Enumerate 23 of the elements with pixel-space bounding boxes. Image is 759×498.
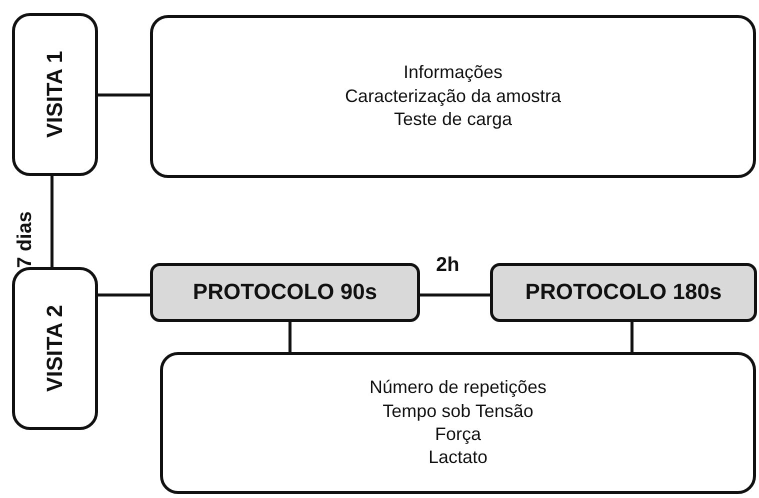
info-line: Lactato bbox=[428, 446, 488, 470]
connector-line bbox=[98, 94, 150, 96]
connector-line bbox=[98, 294, 150, 296]
info-line: Caracterização da amostra bbox=[344, 84, 562, 108]
protocol-label: PROTOCOLO 180s bbox=[525, 278, 722, 306]
connector-line bbox=[50, 176, 54, 267]
visit-box bbox=[12, 13, 98, 176]
connector-line bbox=[630, 322, 634, 352]
info-box bbox=[150, 15, 756, 178]
protocol-box bbox=[150, 263, 420, 322]
visit-label: VISITA 1 bbox=[40, 51, 68, 138]
info-line: Informações bbox=[403, 61, 503, 84]
info-box bbox=[160, 352, 756, 494]
connector-line bbox=[288, 322, 292, 352]
info-line: Teste de carga bbox=[394, 108, 512, 132]
protocol-box bbox=[490, 263, 757, 322]
visit-box bbox=[12, 267, 98, 430]
protocol-label: PROTOCOLO 90s bbox=[192, 278, 378, 306]
visit-label: VISITA 2 bbox=[40, 305, 68, 392]
info-line: Força bbox=[434, 423, 481, 446]
info-line: Tempo sob Tensão bbox=[382, 400, 534, 423]
connector-line bbox=[420, 294, 490, 296]
info-line: Número de repetições bbox=[369, 376, 547, 400]
